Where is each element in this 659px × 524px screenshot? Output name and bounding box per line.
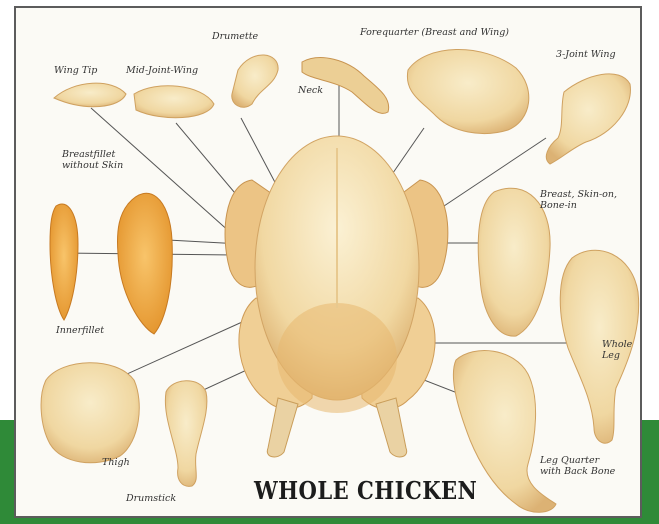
mid-joint-wing-piece [134,86,214,118]
drumstick-piece [165,381,207,487]
label-thigh: Thigh [102,458,130,469]
diagram-title: WHOLE CHICKEN [254,476,477,505]
drumette-piece [232,55,278,107]
label-drumstick: Drumstick [126,494,176,505]
label-wing-tip: Wing Tip [54,66,97,77]
label-three-joint-wing: 3-Joint Wing [556,50,616,61]
label-drumette: Drumette [212,32,258,43]
three-joint-wing-piece [546,74,630,164]
label-breastfillet: Breastfillet without Skin [62,150,152,172]
label-forequarter: Forequarter (Breast and Wing) [360,28,509,39]
label-neck: Neck [298,86,323,97]
innerfillet-piece [50,204,78,320]
label-whole-leg: Whole Leg [602,340,638,362]
forequarter-piece [407,49,528,133]
label-breast-skin-on: Breast, Skin-on, Bone-in [540,190,622,212]
breastfillet-piece [117,193,172,334]
chicken-illustration [16,8,642,518]
whole-chicken-figure [225,136,448,457]
label-innerfillet: Innerfillet [56,326,104,337]
thigh-piece [41,363,139,463]
wing-tip-piece [54,83,126,107]
chicken-cuts-panel: Wing Tip Mid-Joint-Wing Drumette Neck Fo… [14,6,642,518]
label-mid-joint-wing: Mid-Joint-Wing [126,66,198,77]
label-leg-quarter: Leg Quarter with Back Bone [540,456,622,478]
